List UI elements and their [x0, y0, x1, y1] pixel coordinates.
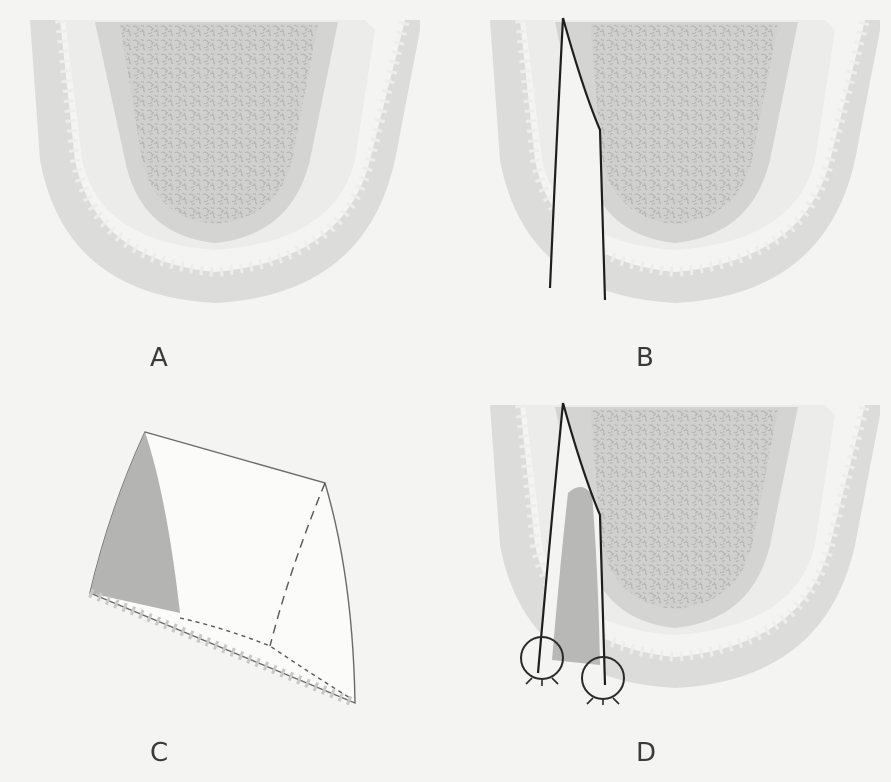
panel-a-label: A — [150, 345, 168, 371]
panel-d — [480, 395, 880, 705]
panel-b — [480, 10, 880, 320]
panel-c-label: C — [150, 740, 168, 766]
panel-b-label: B — [636, 345, 654, 371]
panel-d-label: D — [636, 740, 656, 766]
panel-a-ridge-diagram — [20, 10, 420, 320]
panel-b-ridge-diagram — [480, 10, 880, 320]
panel-a — [20, 10, 420, 320]
panel-c-flap-diagram — [85, 428, 375, 708]
panel-c — [85, 428, 375, 708]
panel-d-sutured-diagram — [480, 395, 880, 705]
